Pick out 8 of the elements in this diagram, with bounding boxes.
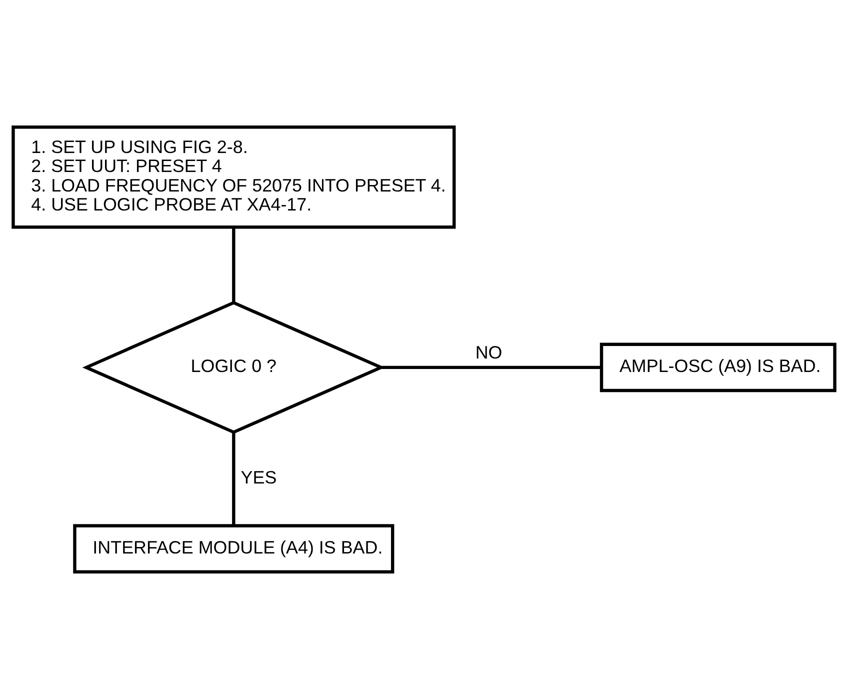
connector: [381, 365, 602, 369]
connector: [232, 432, 236, 525]
node-box: AMPL-OSC (A9) IS BAD.: [600, 342, 836, 392]
connector: [232, 226, 236, 302]
node-box: 1. SET UP USING FIG 2-8. 2. SET UUT: PRESET 4 3. LOAD FREQUENCY OF 52075 INTO PRESET 4. 4. USE LOGIC PROBE AT XA4-17.: [12, 125, 456, 228]
node-box: INTERFACE MODULE (A4) IS BAD.: [73, 524, 394, 573]
edge-label: NO: [475, 342, 502, 362]
edge-label: YES: [240, 467, 277, 488]
